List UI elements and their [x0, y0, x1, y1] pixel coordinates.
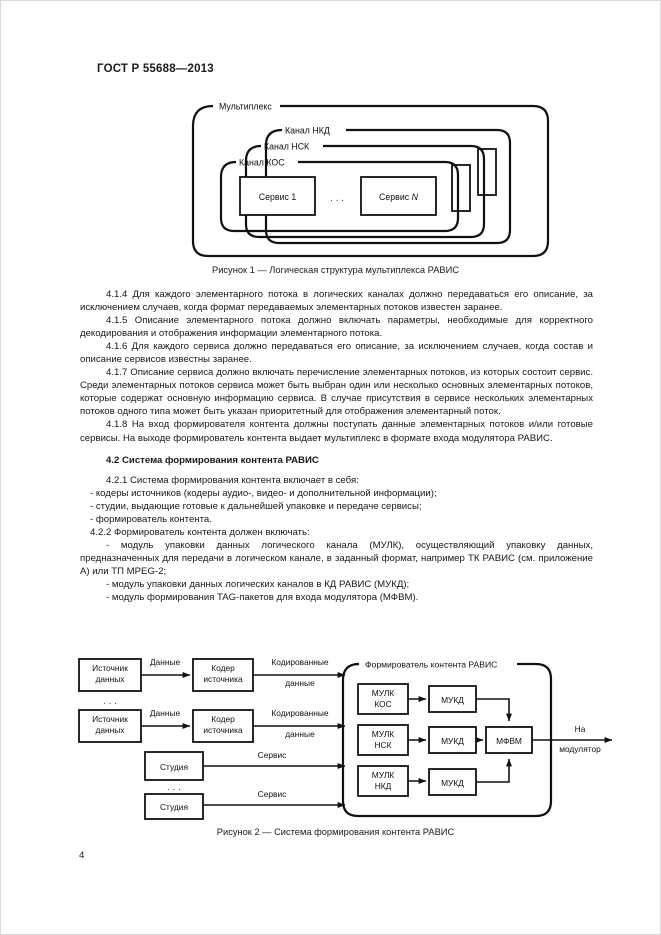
studios-ellipsis: . . .	[167, 782, 181, 793]
studio-2-label: Студия	[160, 802, 188, 812]
source-coder-2-label-line2: источника	[203, 725, 243, 735]
data-source-2-label-line2: данных	[95, 725, 125, 735]
source-coder-1-label-line2: источника	[203, 674, 243, 684]
to-modulator-label-line2: модулятор	[559, 744, 601, 754]
connector-box-kos	[451, 164, 471, 212]
mulk-nsk-box	[357, 724, 409, 756]
multiplex-container-outline	[191, 104, 550, 258]
mukd-box-1	[428, 685, 477, 713]
data-source-1-label-line2: данных	[95, 674, 125, 684]
figure-1-diagram: Мультиплекс Канал НКД Канал НСК Канал КО…	[165, 93, 555, 275]
paragraph-4-1-6: 4.1.6 Для каждого сервиса должно передав…	[80, 341, 593, 366]
studio-1-label: Студия	[160, 762, 188, 772]
mukd-2-label: МУКД	[441, 736, 464, 746]
data-source-box-1	[78, 658, 142, 692]
service-label-2: Сервис	[258, 789, 287, 799]
studio-box-2	[144, 793, 204, 820]
source-coder-2-label-line1: Кодер	[211, 714, 235, 724]
channel-kos-label: Канал КОС	[239, 158, 285, 168]
paragraph-4-1-8: 4.1.8 На вход формирователя контента дол…	[80, 419, 593, 444]
mukd-3-label: МУКД	[441, 778, 464, 788]
data-label-2: Данные	[150, 708, 181, 718]
mukd-1-label: МУКД	[441, 695, 464, 705]
paragraph-4-1-4: 4.1.4 Для каждого элементарного потока в…	[80, 289, 593, 314]
mulk-kos-label-line2: КОС	[374, 699, 391, 709]
channel-nsk-outline	[244, 144, 486, 239]
connector-box-nsk	[477, 148, 497, 196]
sources-ellipsis: . . .	[103, 696, 117, 707]
list-item-mukd: - модуль упаковки данных логических кана…	[106, 578, 410, 590]
content-former-title: Формирователь контента РАВИС	[365, 660, 497, 670]
paragraph-4-1-5: 4.1.5 Описание элементарного потока долж…	[80, 315, 593, 340]
mfvm-label: МФВМ	[496, 736, 522, 746]
source-coder-box-2	[192, 709, 254, 743]
standard-header: ГОСТ Р 55688—2013	[97, 63, 214, 75]
multiplex-label: Мультиплекс	[219, 102, 272, 112]
data-source-1-label-line1: Источник	[92, 663, 128, 673]
list-item-mulk: - модуль упаковки данных логического кан…	[80, 539, 593, 577]
service-1-label: Сервис 1	[259, 192, 297, 202]
figure-2-caption: Рисунок 2 — Система формирования контент…	[216, 827, 455, 837]
source-coder-1-label-line1: Кодер	[211, 663, 235, 673]
channel-nsk-label: Канал НСК	[264, 142, 310, 152]
channel-nkd-label: Канал НКД	[285, 126, 330, 136]
list-item-studios: - студии, выдающие готовые к дальнейшей …	[90, 500, 422, 512]
content-former-container-outline	[341, 662, 553, 818]
arrow-mukd1-to-mfvm	[476, 698, 512, 722]
data-label-1: Данные	[150, 657, 181, 667]
mulk-nsk-label-line2: НСК	[375, 740, 392, 750]
mukd-box-3	[428, 768, 477, 796]
page-sheet: ГОСТ Р 55688—2013 Мультиплекс Канал НКД …	[5, 5, 658, 932]
coded-data-label-1-line1: Кодированные	[271, 657, 329, 667]
figure-1-svg: Мультиплекс Канал НКД Канал НСК Канал КО…	[191, 102, 550, 258]
coded-data-label-2-line2: данные	[285, 729, 315, 739]
figure-2-diagram: Источник данных Данные Кодер источника К…	[67, 653, 627, 837]
service-1-box	[239, 176, 316, 216]
list-item-mfvm: - модуль формирования TAG-пакетов для вх…	[106, 592, 419, 604]
heading-4-2: 4.2 Система формирования контента РАВИС	[106, 454, 319, 466]
body-text-column: 4.1.4 Для каждого элементарного потока в…	[80, 288, 593, 604]
data-source-2-label-line1: Источник	[92, 714, 128, 724]
mulk-nkd-label-line1: МУЛК	[372, 770, 395, 780]
channel-nkd-outline	[264, 128, 512, 245]
arrow-mukd3-to-mfvm	[476, 758, 512, 783]
mulk-nkd-box	[357, 765, 409, 797]
service-n-label: Сервис N	[379, 192, 419, 202]
list-item-content-former: - формирователь контента.	[90, 513, 212, 525]
to-modulator-label-line1: На	[575, 724, 586, 734]
services-ellipsis: . . .	[330, 193, 344, 204]
mulk-kos-label-line1: МУЛК	[372, 688, 395, 698]
paragraph-4-1-7: 4.1.7 Описание сервиса должно включать п…	[80, 367, 593, 418]
figure-2-svg: Источник данных Данные Кодер источника К…	[78, 657, 613, 820]
coded-data-label-2-line1: Кодированные	[271, 708, 329, 718]
service-n-box	[360, 176, 437, 216]
mulk-kos-box	[357, 683, 409, 715]
channel-kos-outline	[219, 160, 460, 233]
figure-1-caption: Рисунок 1 — Логическая структура мультип…	[212, 265, 459, 275]
service-label-1: Сервис	[258, 750, 287, 760]
studio-box-1	[144, 751, 204, 781]
data-source-box-2	[78, 709, 142, 743]
page-number: 4	[79, 850, 85, 861]
mulk-nkd-label-line2: НКД	[375, 781, 392, 791]
paragraph-4-2-2: 4.2.2 Формирователь контента должен вклю…	[90, 526, 310, 538]
mulk-nsk-label-line1: МУЛК	[372, 729, 395, 739]
list-item-coders: - кодеры источников (кодеры аудио-, виде…	[90, 487, 437, 499]
paragraph-4-2-1: 4.2.1 Система формирования контента вклю…	[106, 474, 359, 486]
coded-data-label-1-line2: данные	[285, 678, 315, 688]
